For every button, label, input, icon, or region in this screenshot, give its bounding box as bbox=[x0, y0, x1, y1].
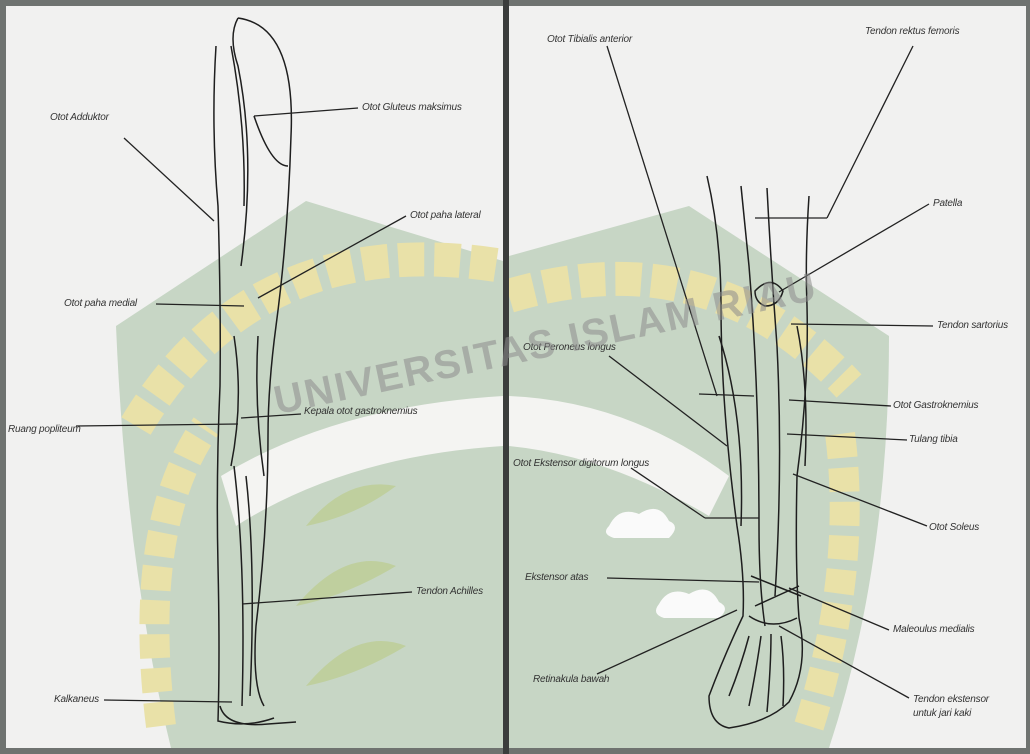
label-gluteus-maksimus: Otot Gluteus maksimus bbox=[362, 102, 462, 114]
label-tendon-ekstensor: Tendon ekstensor bbox=[913, 694, 989, 706]
label-patella: Patella bbox=[933, 198, 962, 210]
label-kalkaneus: Kalkaneus bbox=[54, 694, 99, 706]
label-ekstensor-digitorum: Otot Ekstensor digitorum longus bbox=[513, 458, 649, 470]
label-retinakula-bawah: Retinakula bawah bbox=[533, 674, 609, 686]
label-paha-medial: Otot paha medial bbox=[64, 298, 137, 310]
label-ekstensor-atas: Ekstensor atas bbox=[525, 572, 588, 584]
label-untuk-jari-kaki: untuk jari kaki bbox=[913, 708, 971, 720]
label-maleolus-medialis: Maleoulus medialis bbox=[893, 624, 974, 636]
label-tendon-sartorius: Tendon sartorius bbox=[937, 320, 1008, 332]
label-ruang-popliteum: Ruang popliteum bbox=[8, 424, 81, 436]
right-page: Otot Tibialis anterior Tendon rektus fem… bbox=[509, 6, 1026, 748]
label-adduktor: Otot Adduktor bbox=[50, 112, 109, 124]
label-soleus: Otot Soleus bbox=[929, 522, 979, 534]
label-tendon-rektus-femoris: Tendon rektus femoris bbox=[865, 26, 959, 38]
label-tulang-tibia: Tulang tibia bbox=[909, 434, 958, 446]
right-artwork bbox=[509, 6, 1026, 748]
label-gastroknemius: Otot Gastroknemius bbox=[893, 400, 978, 412]
label-tendon-achilles: Tendon Achilles bbox=[416, 586, 483, 598]
label-tibialis-anterior: Otot Tibialis anterior bbox=[547, 34, 632, 46]
label-paha-lateral: Otot paha lateral bbox=[410, 210, 481, 222]
